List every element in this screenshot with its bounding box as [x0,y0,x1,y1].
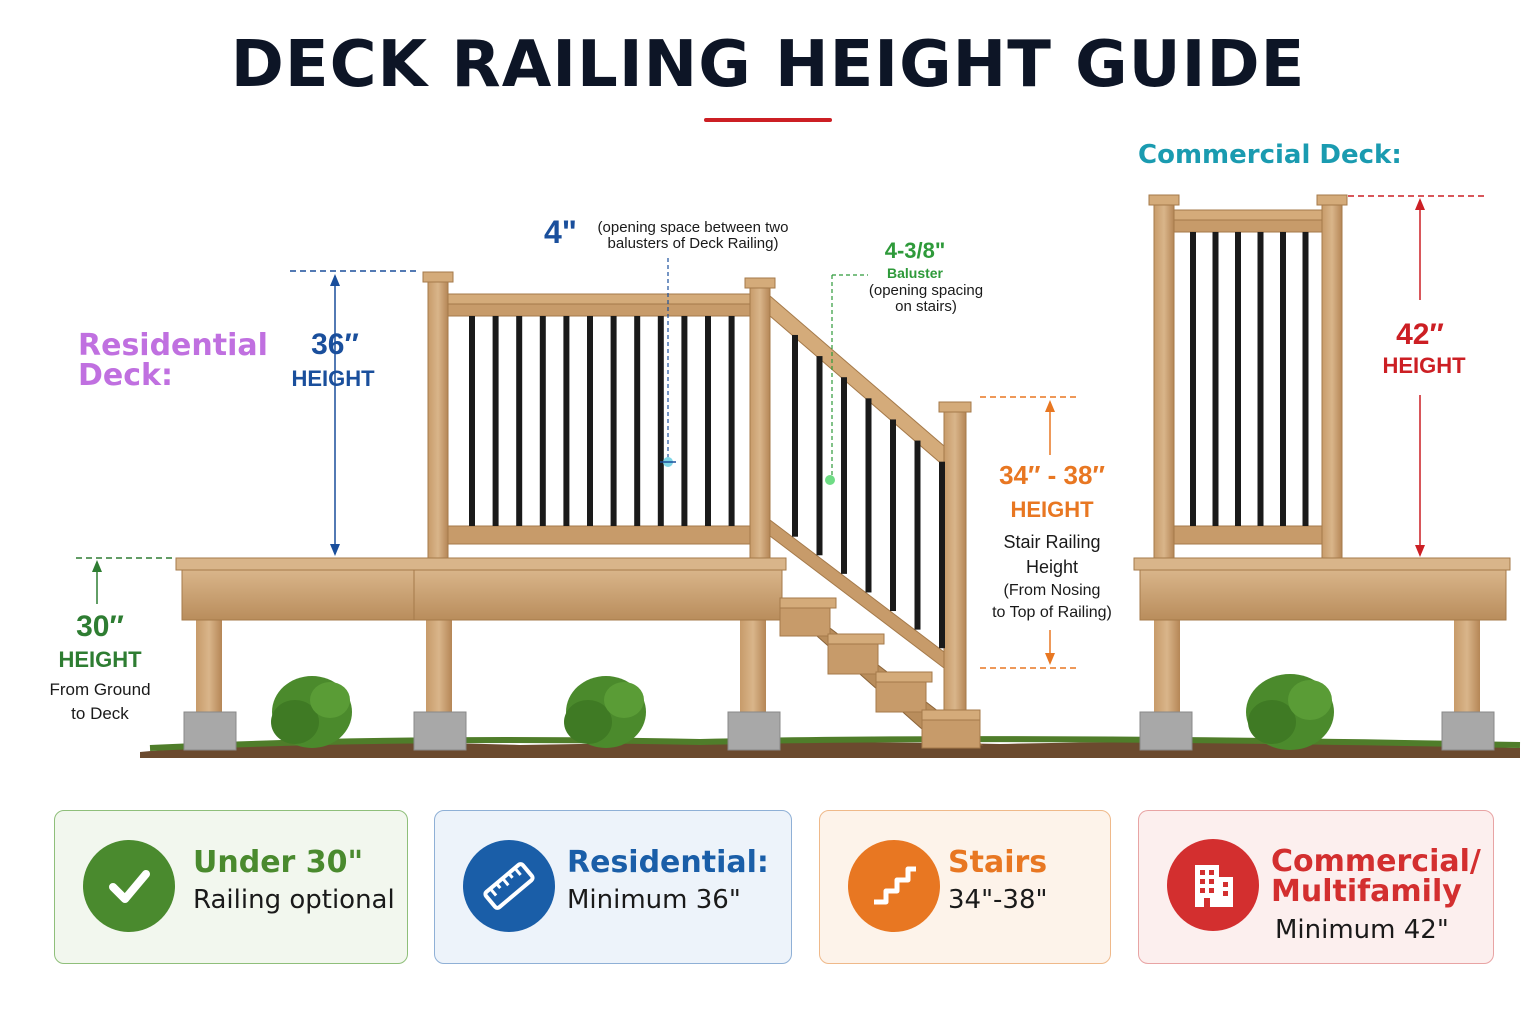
stair-height-note-line2: Height [1025,557,1079,577]
stairs [769,294,984,749]
card-under-30: Under 30" Railing optional [54,810,408,964]
dimension-42 [1348,195,1485,557]
bush [1246,674,1334,750]
card-subtitle: Minimum 42" [1275,915,1449,945]
stair-spacing-word: Baluster [886,265,944,281]
dimension-stair-height [980,396,1080,669]
residential-label-line2: Deck: [78,358,173,393]
stair-height-note-line3: (From Nosing [1003,582,1101,599]
building-icon [1167,839,1259,931]
baluster [587,316,593,526]
card-title-line1: Commercial/ [1271,844,1481,879]
stairs-icon [848,840,940,932]
checkmark-icon [83,840,175,932]
baluster [865,398,872,593]
baluster [610,316,617,526]
ruler-icon [463,840,555,932]
page-title: DECK RAILING HEIGHT GUIDE [230,28,1306,102]
height-42-word: HEIGHT [1382,353,1466,378]
baluster-gap-note: (opening space between two balusters of … [583,220,803,252]
card-residential: Residential: Minimum 36" [434,810,792,964]
baluster [1212,232,1219,526]
dimension-36 [290,270,420,556]
stair-height-note-line4: to Top of Railing) [992,604,1112,621]
height-30-word: HEIGHT [58,647,142,672]
stair-height-value: 34″ - 38″ [999,460,1105,490]
baluster [1302,232,1309,526]
residential-deck-label: Residential Deck: [78,331,268,391]
card-title: Stairs [948,845,1048,880]
baluster [816,356,823,556]
dimension-4in [660,258,676,467]
bush [564,676,646,748]
card-stairs: Stairs 34"-38" [819,810,1111,964]
baluster [492,316,499,526]
baluster-gap-value: 4" [544,214,577,250]
card-title: Commercial/ Multifamily [1271,847,1481,907]
stair-spacing-note: (opening spacing on stairs) [856,283,996,315]
commercial-deck-label: Commercial Deck: [1138,140,1402,170]
deck-illustration [76,194,1521,758]
baluster [469,316,475,526]
baluster [914,440,921,630]
baluster [539,316,546,526]
stair-spacing-note-line1: (opening spacing [868,282,984,299]
height-36-word: HEIGHT [291,366,375,391]
card-title: Residential: [567,845,769,880]
baluster-gap-note-line2: balusters of Deck Railing) [607,235,779,252]
baluster [681,316,688,526]
residential-balusters [469,316,735,526]
commercial-deck [1133,194,1511,751]
stair-spacing-note-line2: on stairs) [895,298,957,315]
dimension-stair-spacing [825,274,868,485]
stair-spacing-value: 4-3/8" [884,238,946,263]
baluster [563,316,570,526]
baluster [1235,232,1241,526]
residential-label-line1: Residential [78,328,268,363]
stair-height-note-line1: Stair Railing [1003,532,1101,552]
card-commercial: Commercial/ Multifamily Minimum 42" [1138,810,1494,964]
height-36-value: 36″ [311,328,359,361]
baluster [792,334,798,537]
card-title: Under 30" [193,845,364,880]
stair-height-note: Stair Railing Height [982,530,1122,580]
residential-deck [175,271,787,751]
ground-note-line1: From Ground [49,680,151,699]
baluster [1257,232,1264,526]
baluster-gap-note-line1: (opening space between two [597,219,789,236]
baluster [657,316,664,526]
baluster [1190,232,1196,526]
ground-note-line2: to Deck [71,704,129,723]
stair-height-word: HEIGHT [1010,497,1094,522]
baluster [516,316,523,526]
commercial-balusters [1190,232,1309,526]
card-title-line2: Multifamily [1271,874,1462,909]
baluster [841,377,847,574]
title-underline [704,118,832,122]
card-subtitle: Railing optional [193,885,395,915]
baluster [890,419,896,612]
bush [271,676,352,748]
baluster [728,316,735,526]
dimension-30 [76,557,176,604]
stair-balusters [792,334,945,649]
baluster [1280,232,1286,526]
card-subtitle: 34"-38" [948,885,1048,915]
height-42-value: 42″ [1396,318,1444,351]
height-30-value: 30″ [76,610,124,643]
ground-note: From Ground to Deck [30,678,170,726]
card-subtitle: Minimum 36" [567,885,741,915]
stair-height-subnote: (From Nosing to Top of Railing) [976,580,1128,624]
baluster [939,461,945,649]
baluster [634,316,641,526]
baluster [705,316,711,526]
